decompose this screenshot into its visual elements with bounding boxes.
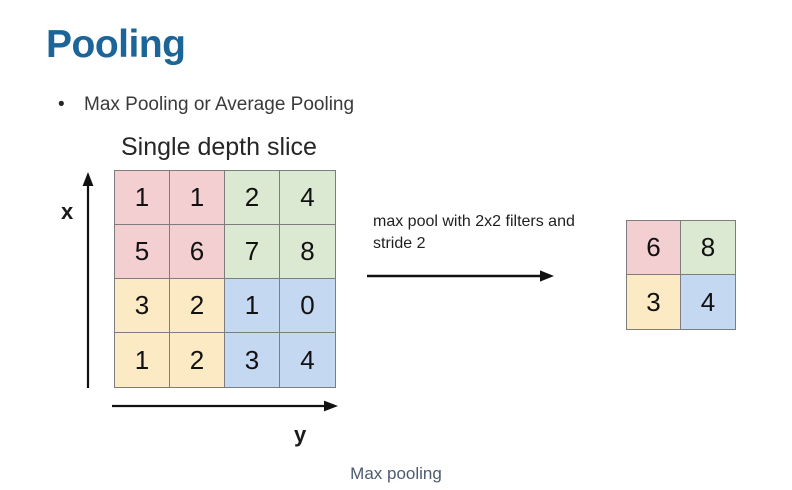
- input-cell-r1-c1: 6: [170, 225, 225, 279]
- bullet-marker-icon: •: [58, 94, 65, 115]
- input-cell-r2-c1: 2: [170, 279, 225, 333]
- output-cell-r1-c1: 4: [681, 275, 735, 329]
- transform-annotation: max pool with 2x2 filters and stride 2: [373, 213, 575, 252]
- input-cell-r3-c2: 3: [225, 333, 280, 387]
- right-arrow-icon: [112, 400, 338, 412]
- input-cell-r3-c3: 4: [280, 333, 335, 387]
- bullet-list-item: • Max Pooling or Average Pooling: [58, 95, 354, 114]
- figure-heading: Single depth slice: [121, 133, 317, 161]
- axis-x-label: x: [61, 199, 74, 224]
- input-cell-r1-c0: 5: [115, 225, 170, 279]
- output-cell-r1-c0: 3: [627, 275, 681, 329]
- input-cell-r3-c0: 1: [115, 333, 170, 387]
- input-cell-r2-c2: 1: [225, 279, 280, 333]
- input-cell-r0-c3: 4: [280, 171, 335, 225]
- page-title: Pooling: [46, 23, 186, 66]
- figure-caption: Max pooling: [350, 464, 442, 483]
- input-cell-r0-c0: 1: [115, 171, 170, 225]
- right-arrow-icon: [367, 270, 554, 282]
- output-cell-r0-c0: 6: [627, 221, 681, 275]
- bullet-item-label: Max Pooling or Average Pooling: [84, 94, 355, 115]
- input-cell-r0-c2: 2: [225, 171, 280, 225]
- input-cell-r1-c3: 8: [280, 225, 335, 279]
- input-cell-r1-c2: 7: [225, 225, 280, 279]
- up-arrow-icon: [82, 172, 94, 388]
- axis-y-label: y: [294, 422, 307, 447]
- input-cell-r2-c3: 0: [280, 279, 335, 333]
- input-cell-r3-c1: 2: [170, 333, 225, 387]
- output-cell-r0-c1: 8: [681, 221, 735, 275]
- input-cell-r2-c0: 3: [115, 279, 170, 333]
- input-cell-r0-c1: 1: [170, 171, 225, 225]
